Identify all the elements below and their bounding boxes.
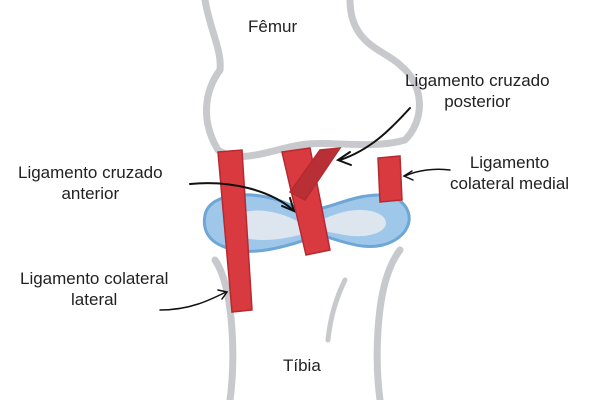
pcl-label-line1: Ligamento cruzado bbox=[405, 71, 550, 90]
pcl-label-line2: posterior bbox=[444, 92, 511, 111]
tibia-label: Tíbia bbox=[283, 356, 321, 375]
lcl-label: Ligamento colateral lateral bbox=[20, 268, 168, 310]
mcl-label-line2: colateral medial bbox=[450, 174, 570, 193]
acl-label-line1: Ligamento cruzado bbox=[18, 163, 163, 182]
femur-label: Fêmur bbox=[248, 17, 298, 36]
anterior-cruciate-ligament bbox=[281, 147, 331, 256]
acl-arrow bbox=[189, 182, 294, 211]
mcl-label: Ligamento colateral medial bbox=[450, 152, 569, 194]
lcl-label-line2: lateral bbox=[71, 290, 118, 309]
acl-label-line2: anterior bbox=[61, 184, 120, 203]
lcl-arrow bbox=[159, 291, 227, 311]
tibia-outline bbox=[211, 246, 404, 400]
pcl-arrow bbox=[339, 107, 411, 161]
fibula-outline bbox=[325, 277, 348, 343]
mcl-label-line1: Ligamento bbox=[469, 153, 550, 172]
femur-outline bbox=[201, 0, 423, 160]
posterior-cruciate-ligament bbox=[288, 147, 342, 201]
lateral-collateral-ligament bbox=[217, 149, 253, 313]
lcl-label-line1: Ligamento colateral bbox=[20, 269, 169, 288]
acl-label: Ligamento cruzado anterior bbox=[18, 162, 163, 204]
mcl-arrow bbox=[404, 168, 451, 177]
pcl-label: Ligamento cruzado posterior bbox=[405, 70, 550, 112]
medial-collateral-ligament bbox=[377, 155, 403, 203]
